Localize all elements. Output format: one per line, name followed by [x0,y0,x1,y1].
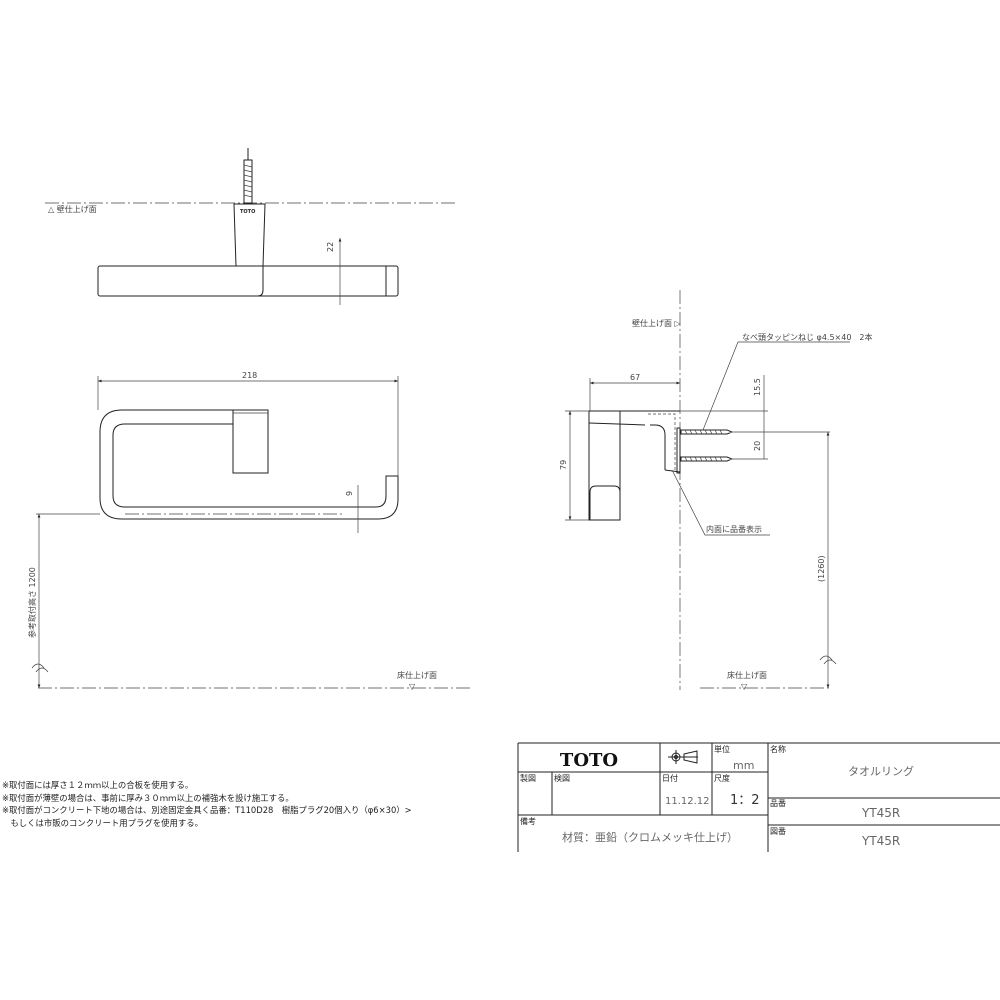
dim-20: 20 [753,441,762,451]
screw [243,148,253,204]
svg-text:▽: ▽ [741,682,748,691]
dim-67: 67 [630,373,640,382]
note: ※取付面が薄壁の場合は、事前に厚み３０ｍｍ以上の補強木を設け施工する。 [2,792,294,803]
floor-label: 床仕上げ面 [397,670,437,680]
product-no-value: YT45R [861,806,900,820]
drawing-no-label: 図番 [770,826,786,836]
wall-label: 壁仕上げ面 ▷ [632,318,682,328]
name-label: 名称 [770,744,786,754]
dim-218: 218 [242,371,257,380]
unit-value: mm [733,759,754,772]
note: ※取付面には厚さ１２ｍｍ以上の合板を使用する。 [2,780,194,790]
svg-text:▽: ▽ [409,682,416,691]
remarks-value: 材質：亜鉛（クロムメッキ仕上げ） [562,830,738,844]
top-view: △ 壁仕上げ面 TOTO 22 [45,148,455,305]
bracket [232,409,269,474]
title-block: TOTO 単位 mm 名称 タオルリング 製図 検図 日付 11.12.12 尺… [517,742,1000,852]
ring [99,409,399,520]
screws [680,429,734,462]
screw-note: なべ頭タッピンねじ φ4.5×40 2本 [742,332,873,342]
date-value: 11.12.12 [665,796,710,807]
dim-15-5: 15.5 [753,378,762,396]
body [588,410,621,521]
scale-label: 尺度 [714,773,730,783]
checked-label: 検図 [554,773,570,783]
third-angle-projection-icon [668,750,698,764]
marking-note: 内面に品番表示 [706,524,762,534]
dim-79: 79 [559,460,568,470]
product-no-label: 品番 [770,798,786,808]
dim-22: 22 [326,242,335,252]
date-label: 日付 [662,773,678,783]
floor-label: 床仕上げ面 [727,670,767,680]
installation-notes: ※取付面には厚さ１２ｍｍ以上の合板を使用する。 ※取付面が薄壁の場合は、事前に厚み… [2,779,412,829]
remarks-label: 備考 [520,816,536,826]
dim-1200: 参考取付高さ 1200 [27,567,37,638]
toto-mark: TOTO [240,209,255,215]
brand-logo: TOTO [560,750,618,771]
bar [97,265,399,297]
scale-value: 1：2 [730,793,760,808]
drawing-no-value: YT45R [861,834,900,848]
dim-1260: (1260) [817,555,826,582]
wall-label: △ 壁仕上げ面 [48,204,97,214]
unit-label: 単位 [714,744,730,754]
name-value: タオルリング [848,764,914,778]
front-view: 218 9 参考取付高さ 1200 床仕上げ面 ▽ [27,371,472,691]
note: ※取付面がコンクリート下地の場合は、別途固定金具く品番：T110D28 樹脂プラ… [2,805,412,815]
note: もしくは市販のコンクリート用プラグを使用する。 [2,817,203,828]
dim-9: 9 [345,491,354,496]
side-view: 壁仕上げ面 ▷ 67 79 15.5 20 (1260) 床仕上げ面 ▽ なべ頭… [559,290,873,691]
drawn-label: 製図 [520,773,536,783]
